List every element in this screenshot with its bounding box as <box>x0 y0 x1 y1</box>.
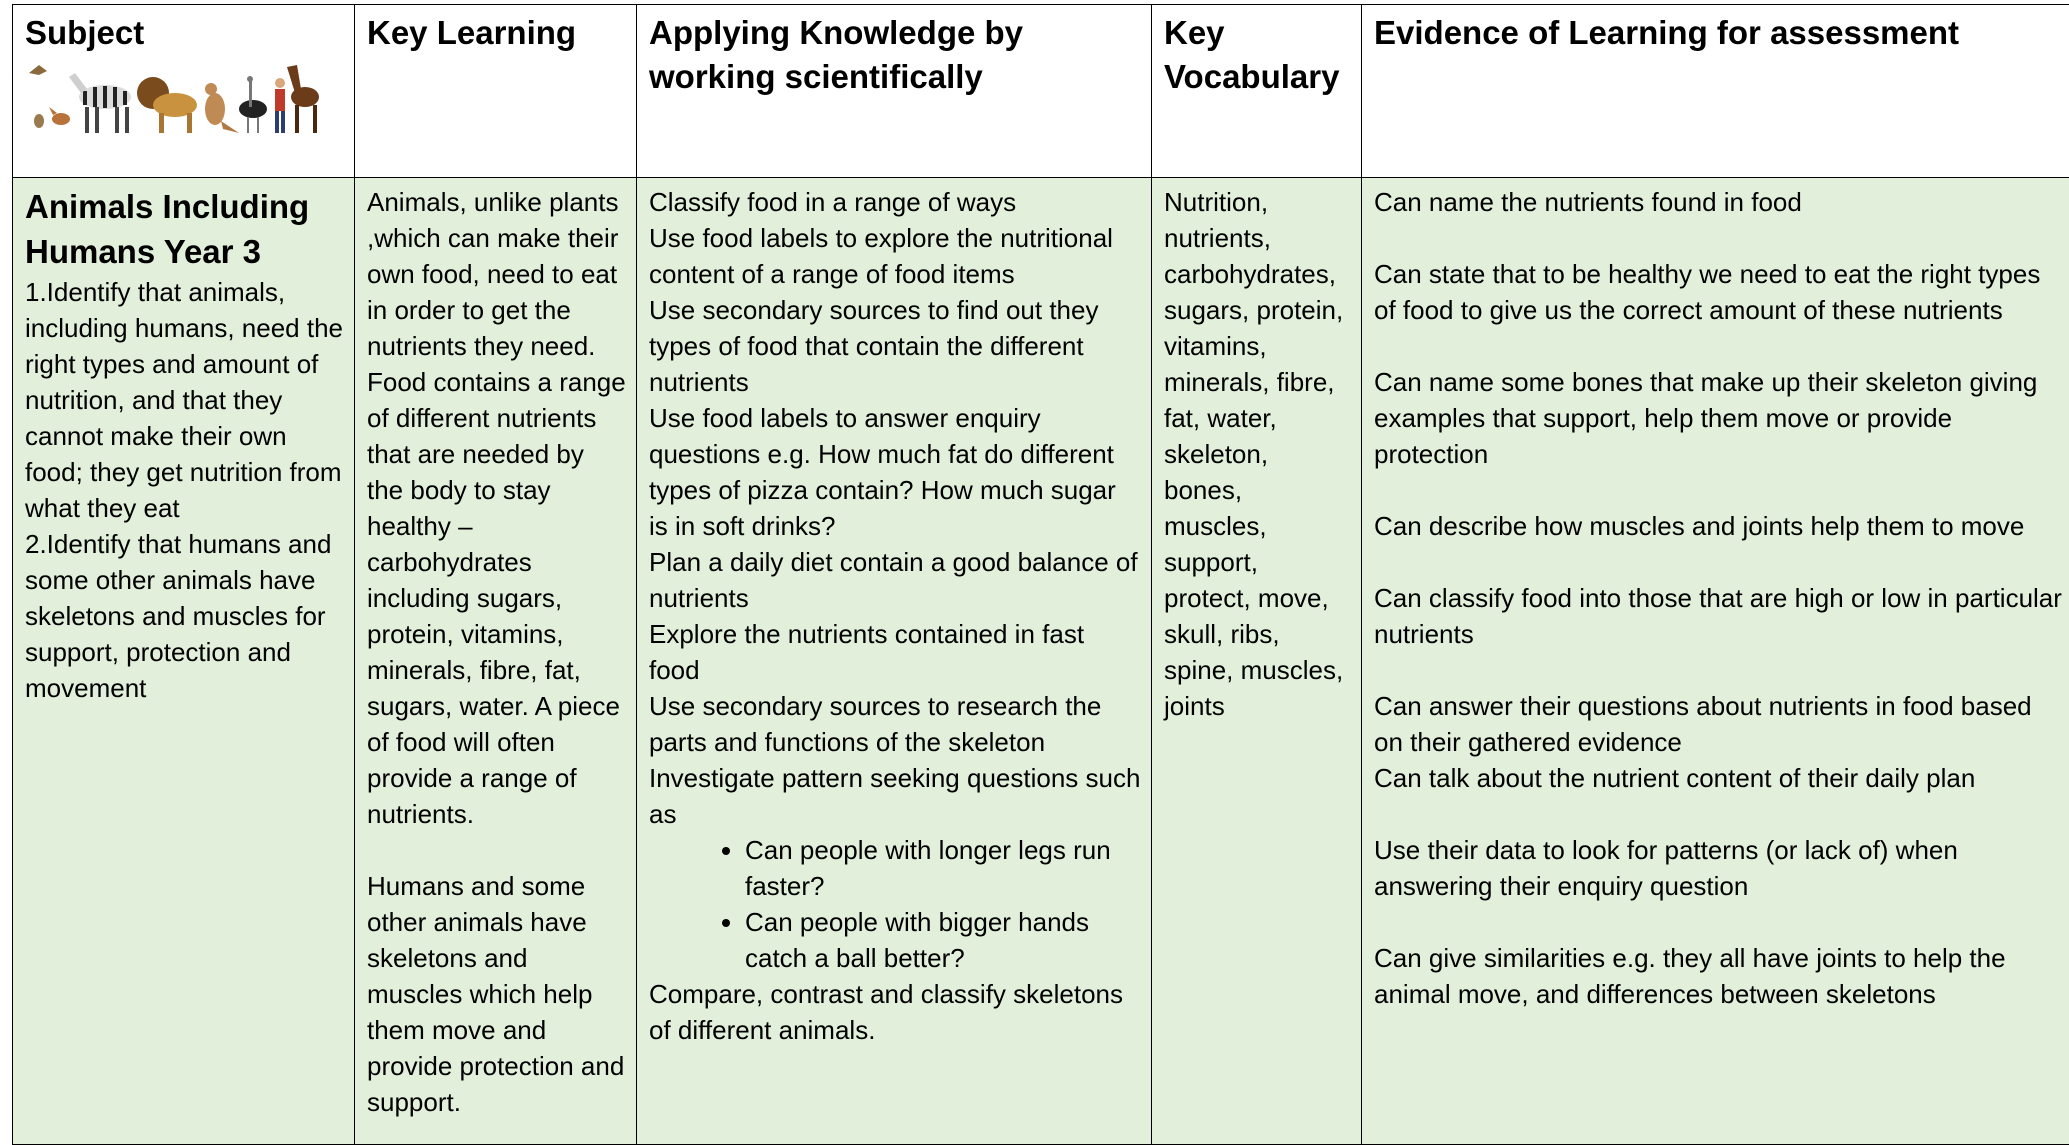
evidence-item: Can name some bones that make up their s… <box>1374 364 2062 472</box>
topic-title: Animals Including Humans Year 3 <box>25 184 344 274</box>
evidence-item: Can talk about the nutrient content of t… <box>1374 760 2062 796</box>
applying-header-cell: Applying Knowledge by working scientific… <box>637 5 1152 178</box>
evidence-item: Use their data to look for patterns (or … <box>1374 832 2062 904</box>
vocabulary-cell: Nutrition, nutrients, carbohydrates, sug… <box>1152 178 1362 1145</box>
evidence-header-cell: Evidence of Learning for assessment <box>1362 5 2069 178</box>
objective-2: 2.Identify that humans and some other an… <box>25 526 344 706</box>
question-list: Can people with longer legs run faster? … <box>649 832 1141 976</box>
applying-line: Investigate pattern seeking questions su… <box>649 760 1141 832</box>
question-bullet: Can people with longer legs run faster? <box>745 832 1141 904</box>
animals-row-icon <box>25 59 325 135</box>
header-row: Subject <box>13 5 2069 178</box>
applying-closing: Compare, contrast and classify skeletons… <box>649 976 1141 1048</box>
vocabulary-header: Key Vocabulary <box>1164 11 1351 99</box>
applying-line: Use food labels to explore the nutrition… <box>649 220 1141 292</box>
applying-line: Plan a daily diet contain a good balance… <box>649 544 1141 616</box>
evidence-cell: Can name the nutrients found in food Can… <box>1362 178 2069 1145</box>
evidence-item: Can classify food into those that are hi… <box>1374 580 2062 652</box>
applying-line: Explore the nutrients contained in fast … <box>649 616 1141 688</box>
evidence-item: Can give similarities e.g. they all have… <box>1374 940 2062 1012</box>
objective-1: 1.Identify that animals, including human… <box>25 274 344 526</box>
key-learning-header-cell: Key Learning <box>355 5 637 178</box>
applying-line: Use food labels to answer enquiry questi… <box>649 400 1141 544</box>
content-row: Animals Including Humans Year 3 1.Identi… <box>13 178 2069 1145</box>
applying-line: Use secondary sources to find out they t… <box>649 292 1141 400</box>
vocabulary-header-cell: Key Vocabulary <box>1152 5 1362 178</box>
key-learning-header: Key Learning <box>367 11 626 55</box>
subject-header-cell: Subject <box>13 5 355 178</box>
applying-cell: Classify food in a range of ways Use foo… <box>637 178 1152 1145</box>
evidence-item: Can describe how muscles and joints help… <box>1374 508 2062 544</box>
evidence-item: Can answer their questions about nutrien… <box>1374 688 2062 760</box>
evidence-item: Can state that to be healthy we need to … <box>1374 256 2062 328</box>
applying-line: Use secondary sources to research the pa… <box>649 688 1141 760</box>
curriculum-table: Subject <box>12 4 2069 1145</box>
key-learning-paragraph-1: Animals, unlike plants ,which can make t… <box>367 184 626 832</box>
applying-header: Applying Knowledge by working scientific… <box>649 11 1141 99</box>
evidence-header: Evidence of Learning for assessment <box>1374 11 2062 55</box>
vocabulary-text: Nutrition, nutrients, carbohydrates, sug… <box>1164 184 1351 724</box>
question-bullet: Can people with bigger hands catch a bal… <box>745 904 1141 976</box>
applying-line: Classify food in a range of ways <box>649 184 1141 220</box>
key-learning-paragraph-2: Humans and some other animals have skele… <box>367 868 626 1120</box>
evidence-item: Can name the nutrients found in food <box>1374 184 2062 220</box>
subject-cell: Animals Including Humans Year 3 1.Identi… <box>13 178 355 1145</box>
key-learning-cell: Animals, unlike plants ,which can make t… <box>355 178 637 1145</box>
subject-header: Subject <box>25 11 344 55</box>
